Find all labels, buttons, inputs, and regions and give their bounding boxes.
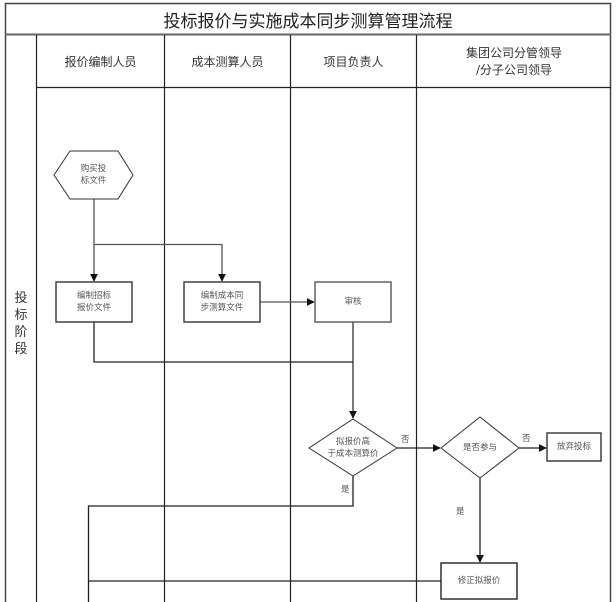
lane-header-project-lead: 项目负责人 (323, 54, 384, 69)
phase-label: 投 标 阶 段 (14, 291, 28, 357)
connectors (87, 199, 547, 602)
edge-label-join-no: 否 (522, 434, 531, 444)
node-revise-quote-label: 修正拟报价 (457, 576, 501, 586)
page-title: 投标报价与实施成本同步测算管理流程 (163, 12, 453, 32)
node-abandon-label: 放弃投标 (556, 442, 591, 452)
node-buy-docs-shape[interactable] (53, 150, 134, 200)
node-prepare-quote-shape[interactable] (55, 281, 133, 323)
node-prepare-cost-shape[interactable] (183, 281, 261, 323)
node-decision-join-shape[interactable] (440, 416, 520, 479)
lane-header-quote-staff: 报价编制人员 (64, 54, 137, 69)
edge-buy-to-cost (94, 243, 226, 282)
shapes (53, 150, 602, 600)
lane-header-leadership: 集团公司分管领导 /分子公司领导 (465, 46, 562, 77)
node-review-label: 审核 (344, 297, 362, 307)
swimlane-grid (4, 2, 612, 602)
edge-quote-to-decision (93, 322, 353, 363)
node-buy-docs-label: 购买投 标文件 (80, 164, 107, 186)
outer-frame (4, 2, 612, 602)
node-abandon-shape[interactable] (546, 432, 602, 462)
edge-label-price-yes: 是 (341, 485, 350, 495)
node-prepare-cost-label: 编制成本同 步测算文件 (200, 291, 244, 313)
edge-label-join-yes: 是 (456, 507, 465, 517)
edge-price-yes (87, 476, 354, 602)
lane-header-cost-staff: 成本测算人员 (191, 54, 264, 69)
node-prepare-quote-label: 编制招标 报价文件 (76, 291, 111, 313)
node-decision-price-label: 拟报价高 于成本测算价 (327, 436, 379, 459)
edge-label-price-no: 否 (401, 435, 410, 445)
node-review-shape[interactable] (314, 281, 392, 323)
node-decision-join-label: 是否参与 (462, 442, 497, 453)
node-revise-quote-shape[interactable] (440, 562, 518, 600)
node-decision-price-shape[interactable] (308, 418, 398, 477)
